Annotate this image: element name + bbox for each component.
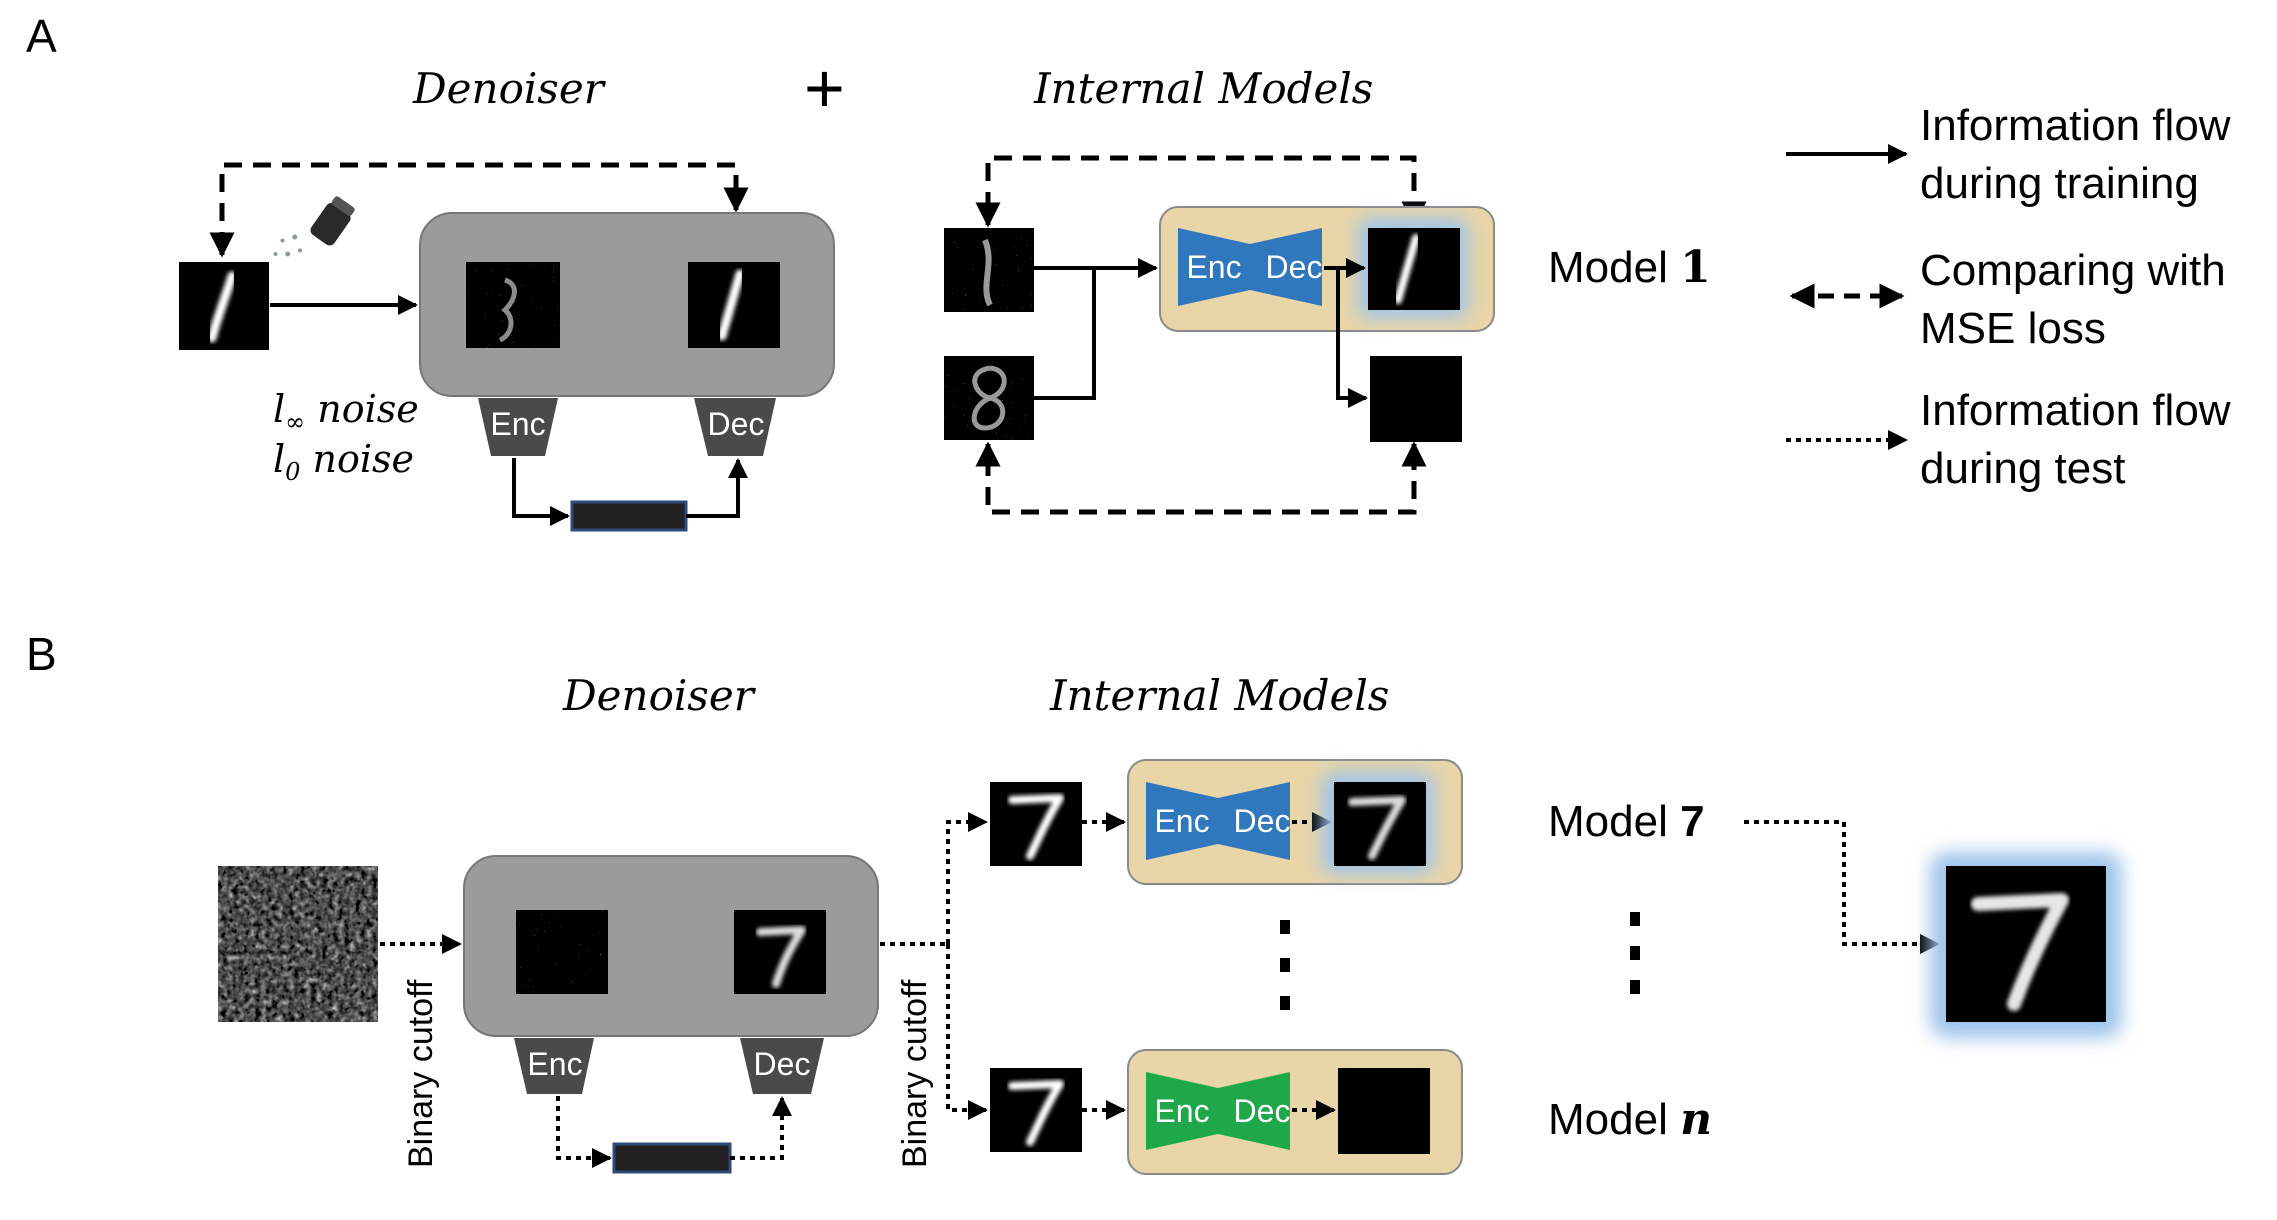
- legend-item2-line2: MSE loss: [1920, 304, 2106, 353]
- model7-dec-label: Dec: [1234, 803, 1291, 839]
- latent-path-b-left: [556, 1096, 612, 1168]
- input-noisy-image-b: [218, 866, 378, 1022]
- latent-vector-b: [612, 1142, 732, 1174]
- denoiser-noisy-image-a: [466, 262, 560, 348]
- decoder-block-b: Dec: [740, 1038, 824, 1094]
- panel-a-letter: A: [26, 10, 57, 62]
- encoder-block-b: Enc: [514, 1038, 594, 1094]
- legend-item1-line1: Information flow: [1920, 101, 2231, 150]
- decoder-label-b: Dec: [754, 1046, 811, 1082]
- internal-dashed-loop-top: [985, 155, 1417, 214]
- encdec-green-modeln: Enc Dec: [1146, 1072, 1290, 1150]
- modeln-dec-label: Dec: [1234, 1093, 1291, 1129]
- model1-second-output-image: [1370, 356, 1462, 442]
- panel-b-internal-models-title: Internal Models: [1049, 671, 1389, 720]
- internal-dashed-loop-bottom: [985, 455, 1417, 515]
- model7-to-final-dotted: [1744, 820, 1940, 954]
- decoder-block-a: Dec: [694, 398, 776, 456]
- model7-input-image: [990, 782, 1082, 866]
- linf-noise-label: l∞ noise: [273, 387, 419, 436]
- encdec-to-second-output-arrow-a: [1336, 268, 1368, 408]
- denoiser-noisy-image-b: [516, 910, 608, 994]
- latent-path-a-right: [686, 458, 748, 518]
- panel-b-letter: B: [26, 628, 57, 680]
- l0-noise-label: l0 noise: [273, 437, 414, 486]
- model7-output-image: [1334, 782, 1426, 866]
- legend-item1-line2: during training: [1920, 159, 2199, 208]
- latent-path-b-right: [730, 1096, 792, 1160]
- encdec-blue-a: Enc Dec: [1178, 228, 1322, 306]
- latent-vector-a: [570, 500, 688, 532]
- denoiser-dashed-loop: [219, 162, 739, 250]
- modeln-input-image: [990, 1068, 1082, 1152]
- model1-enc-label: Enc: [1186, 249, 1241, 285]
- salt-shaker-icon: [273, 196, 355, 257]
- encoder-block-a: Enc: [478, 398, 558, 456]
- final-output-image: [1946, 866, 2106, 1022]
- panel-a-denoiser-title: Denoiser: [412, 64, 607, 113]
- model7-enc-label: Enc: [1154, 803, 1209, 839]
- decoder-label-a: Dec: [708, 406, 765, 442]
- input-digit-image: [179, 262, 269, 350]
- branch-to-modeln-dotted: [946, 944, 988, 1120]
- binary-cutoff-label-left: Binary cutoff: [402, 979, 440, 1168]
- legend-item3-line1: Information flow: [1920, 386, 2231, 435]
- model-labels-vertical-ellipsis: [1630, 912, 1640, 994]
- branch-to-model7-dotted: [946, 812, 988, 944]
- denoiser-clean-image-a: [688, 262, 780, 348]
- modeln-output-image: [1338, 1068, 1430, 1154]
- denoiser-clean-image-b: [734, 910, 826, 994]
- encoder-label-b: Enc: [527, 1046, 582, 1082]
- encdec-blue-model7: Enc Dec: [1146, 782, 1290, 860]
- latent-path-a-left: [512, 458, 570, 526]
- models-vertical-ellipsis: [1280, 920, 1290, 1010]
- model-7-label: Model 7: [1548, 797, 1705, 846]
- binary-cutoff-label-right: Binary cutoff: [896, 979, 934, 1168]
- internal-noisy-image-1: [944, 228, 1034, 312]
- denoiser-box-a: [419, 212, 835, 397]
- model1-output-image: [1368, 228, 1460, 310]
- model-1-label: Model 1: [1548, 242, 1711, 293]
- internal-noisy-image-2: [944, 356, 1034, 440]
- encoder-label-a: Enc: [490, 406, 545, 442]
- modeln-enc-label: Enc: [1154, 1093, 1209, 1129]
- model-n-label: Model n: [1548, 1094, 1712, 1145]
- model1-dec-label: Dec: [1266, 249, 1323, 285]
- panel-a-plus-sign: +: [804, 49, 845, 127]
- panel-a-internal-models-title: Internal Models: [1033, 64, 1373, 113]
- legend-item2-line1: Comparing with: [1920, 246, 2226, 295]
- legend-item3-line2: during test: [1920, 444, 2125, 493]
- noisy2-to-model-line: [1034, 268, 1096, 400]
- panel-b-denoiser-title: Denoiser: [562, 671, 757, 720]
